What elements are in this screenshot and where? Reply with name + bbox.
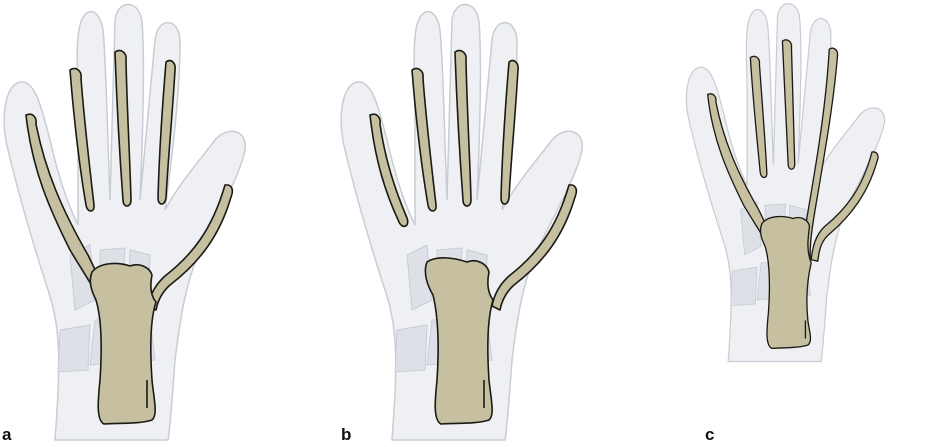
hand-diagram-c [683, 0, 941, 447]
panel-label-b: b [341, 425, 351, 445]
hand-diagram-b [337, 0, 651, 447]
panel-label-a: a [2, 425, 11, 445]
panel-a: a [0, 0, 314, 447]
hand-diagram-a [0, 0, 314, 447]
panel-label-c: c [705, 425, 714, 445]
panel-b: b [337, 0, 651, 447]
panel-c: c [683, 0, 941, 447]
